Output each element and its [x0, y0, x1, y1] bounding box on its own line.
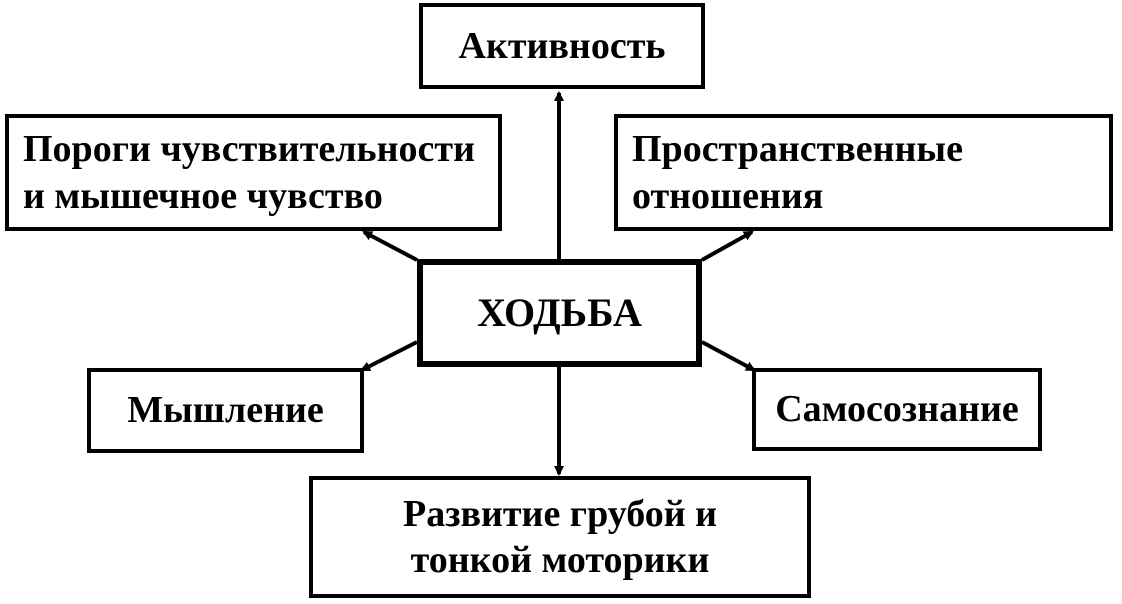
- node-motor-development-line2: тонкой моторики: [410, 539, 710, 581]
- node-spatial-relations: Пространственные отношения: [614, 114, 1113, 231]
- node-thinking: Мышление: [87, 368, 364, 453]
- node-walking-label: ХОДЬБА: [477, 289, 642, 335]
- node-activity: Активность: [419, 3, 705, 89]
- arrow-to-self-awareness: [701, 340, 756, 372]
- node-sensitivity-thresholds-line2: и мышечное чувство: [23, 174, 383, 217]
- node-walking-center: ХОДЬБА: [417, 259, 702, 367]
- arrow-to-thresholds: [362, 230, 418, 262]
- node-sensitivity-thresholds-line1: Пороги чувствительности: [23, 128, 475, 171]
- node-self-awareness: Самосознание: [752, 368, 1042, 451]
- arrow-to-spatial: [701, 230, 754, 262]
- node-spatial-relations-line1: Пространственные: [632, 128, 963, 171]
- node-spatial-relations-line2: отношения: [632, 174, 824, 217]
- arrow-to-thinking: [360, 340, 418, 372]
- node-motor-development-line1: Развитие грубой и: [402, 492, 717, 535]
- node-self-awareness-label: Самосознание: [775, 388, 1019, 431]
- node-activity-label: Активность: [458, 24, 666, 67]
- node-sensitivity-thresholds: Пороги чувствительности и мышечное чувст…: [5, 114, 502, 231]
- node-motor-development: Развитие грубой и тонкой моторики: [309, 476, 811, 598]
- node-thinking-label: Мышление: [127, 389, 324, 432]
